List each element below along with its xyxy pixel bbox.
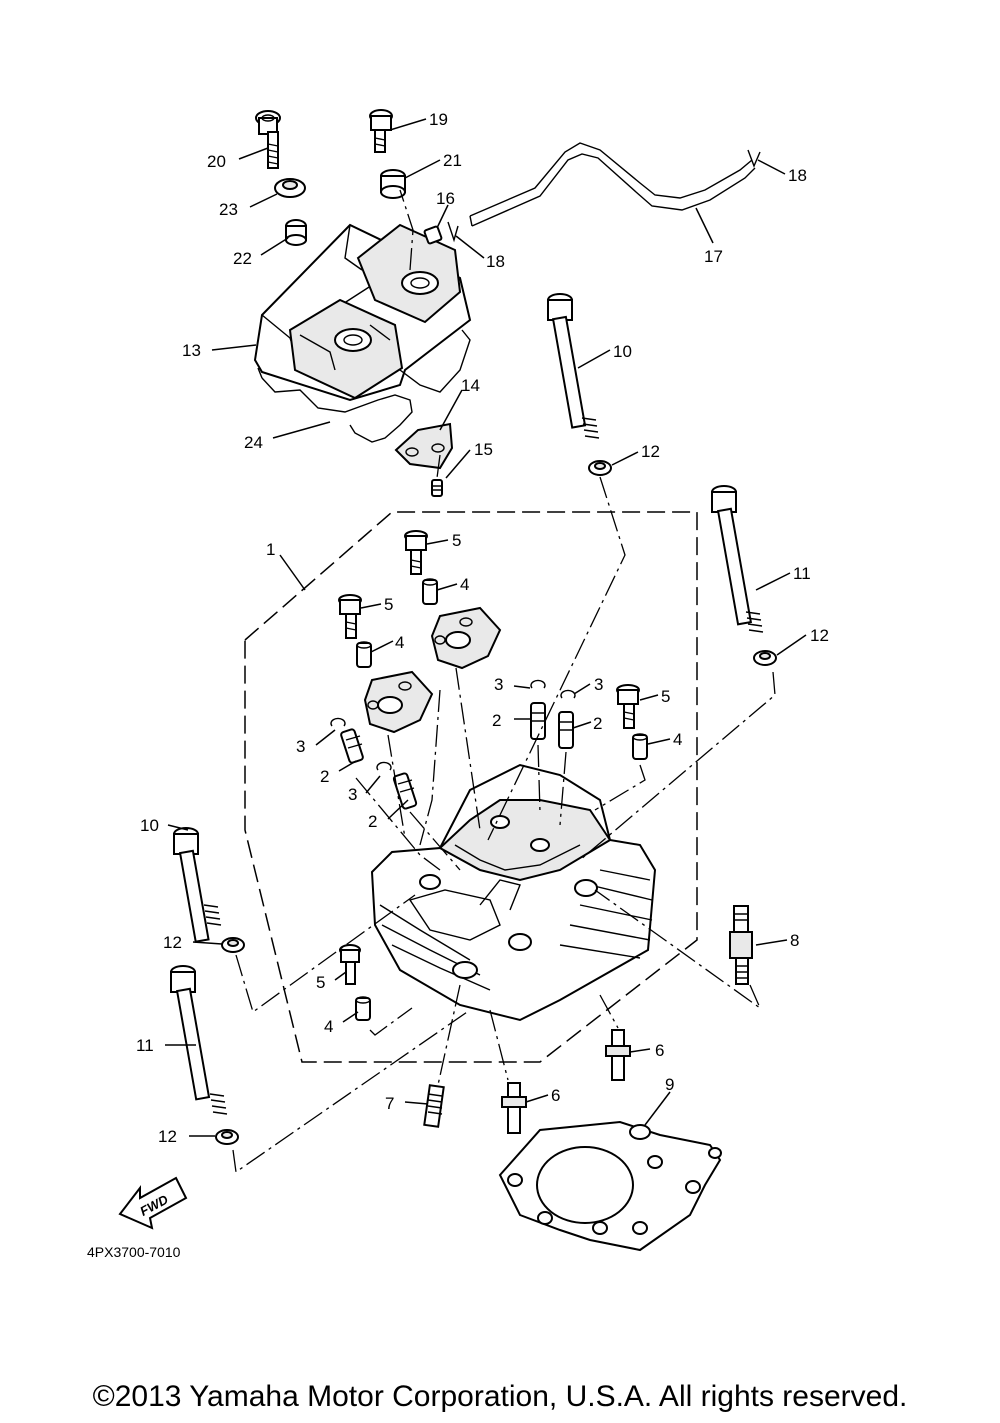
callout-12: 12 <box>810 626 829 645</box>
stud-bolt-11-right[interactable] <box>711 485 764 633</box>
washer-23[interactable] <box>274 178 306 198</box>
callout-4: 4 <box>460 575 469 594</box>
bolt-15[interactable] <box>431 479 443 497</box>
breather-hose[interactable] <box>469 142 756 227</box>
drawing-code: 4PX3700-7010 <box>87 1244 181 1260</box>
callout-15: 15 <box>474 440 493 459</box>
callout-5: 5 <box>384 595 393 614</box>
breather-fitting[interactable] <box>423 225 443 245</box>
stud-bolt-10-upper[interactable] <box>547 293 600 439</box>
callout-13: 13 <box>182 341 201 360</box>
callout-5: 5 <box>661 687 670 706</box>
clip-3b[interactable] <box>376 761 392 771</box>
callout-16: 16 <box>436 189 455 208</box>
valve-guide-2b[interactable] <box>392 772 418 810</box>
hose-clip[interactable] <box>447 221 459 243</box>
stud-6-right[interactable] <box>605 1029 631 1081</box>
copyright-notice: ©2013 Yamaha Motor Corporation, U.S.A. A… <box>92 1380 908 1413</box>
callout-11: 11 <box>136 1036 154 1055</box>
washer-12-left-lower[interactable] <box>215 1129 239 1145</box>
callout-4: 4 <box>673 730 682 749</box>
clip-3c[interactable] <box>530 679 546 689</box>
washer-12-upper[interactable] <box>588 460 612 476</box>
dowel-4-top[interactable] <box>422 578 438 605</box>
callout-3: 3 <box>296 737 305 756</box>
valve-cover[interactable] <box>253 223 472 402</box>
callout-12: 12 <box>158 1127 177 1146</box>
callout-2: 2 <box>492 711 501 730</box>
cam-cap-left[interactable] <box>363 670 434 734</box>
spark-plug[interactable] <box>729 905 753 985</box>
cylinder-head-assembly-outline <box>244 511 698 1063</box>
callout-17: 17 <box>704 247 723 266</box>
callout-6: 6 <box>551 1086 560 1105</box>
dowel-4-left[interactable] <box>356 641 372 668</box>
callout-labels: 1 2 2 2 2 3 3 3 3 4 4 4 4 5 5 5 5 6 6 7 … <box>136 110 829 1146</box>
washer-12-left-upper[interactable] <box>221 937 245 953</box>
grommet-21[interactable] <box>380 169 406 199</box>
callout-10: 10 <box>613 342 632 361</box>
callout-2: 2 <box>593 714 602 733</box>
bolt-5-lower[interactable] <box>339 944 361 985</box>
callout-3: 3 <box>494 675 503 694</box>
callout-11: 11 <box>793 564 811 583</box>
leader-lines <box>165 118 807 1137</box>
bolt-5-right[interactable] <box>616 684 640 729</box>
cylinder-head[interactable] <box>370 763 657 1022</box>
valve-cover-gasket[interactable] <box>257 329 471 443</box>
callout-4: 4 <box>395 633 404 652</box>
dowel-4-right[interactable] <box>632 733 648 760</box>
callout-3: 3 <box>348 785 357 804</box>
stud-bolt-10-left[interactable] <box>173 827 222 943</box>
callout-23: 23 <box>219 200 238 219</box>
washer-12-right[interactable] <box>753 650 777 666</box>
callout-5: 5 <box>316 973 325 992</box>
grommet-22[interactable] <box>285 219 307 246</box>
stud-7[interactable] <box>423 1084 445 1128</box>
callout-12: 12 <box>163 933 182 952</box>
callout-24: 24 <box>244 433 263 452</box>
dowel-4-lower[interactable] <box>355 996 371 1021</box>
callout-9: 9 <box>665 1075 674 1094</box>
callout-20: 20 <box>207 152 226 171</box>
callout-5: 5 <box>452 531 461 550</box>
bracket[interactable] <box>394 422 454 470</box>
callout-22: 22 <box>233 249 252 268</box>
cylinder-head-gasket[interactable] <box>498 1120 722 1252</box>
callout-1: 1 <box>266 540 275 559</box>
callout-18: 18 <box>486 252 505 271</box>
bolt-19[interactable] <box>369 109 393 153</box>
bolt-5-left[interactable] <box>338 594 362 639</box>
callout-2: 2 <box>368 812 377 831</box>
callout-7: 7 <box>385 1094 394 1113</box>
valve-guide-2a[interactable] <box>340 728 364 764</box>
callout-21: 21 <box>443 151 462 170</box>
bolt-20[interactable] <box>255 110 281 169</box>
valve-guide-2d[interactable] <box>558 711 574 749</box>
callout-12: 12 <box>641 442 660 461</box>
callout-3: 3 <box>594 675 603 694</box>
clip-3a[interactable] <box>330 717 346 727</box>
callout-6: 6 <box>655 1041 664 1060</box>
callout-2: 2 <box>320 767 329 786</box>
bolt-5-top[interactable] <box>404 530 428 575</box>
cam-cap-right[interactable] <box>430 606 502 670</box>
alignment-lines <box>232 189 776 1174</box>
callout-14: 14 <box>461 376 480 395</box>
stud-bolt-11-left[interactable] <box>170 965 228 1115</box>
hose-clip-2[interactable] <box>747 149 761 168</box>
callout-19: 19 <box>429 110 448 129</box>
valve-guide-2c[interactable] <box>530 702 546 740</box>
callout-10: 10 <box>140 816 159 835</box>
stud-6-lower[interactable] <box>501 1082 527 1134</box>
forward-direction-arrow: FWD <box>118 1176 188 1230</box>
callout-18: 18 <box>788 166 807 185</box>
callout-4: 4 <box>324 1017 333 1036</box>
clip-3d[interactable] <box>560 689 576 699</box>
callout-8: 8 <box>790 931 799 950</box>
